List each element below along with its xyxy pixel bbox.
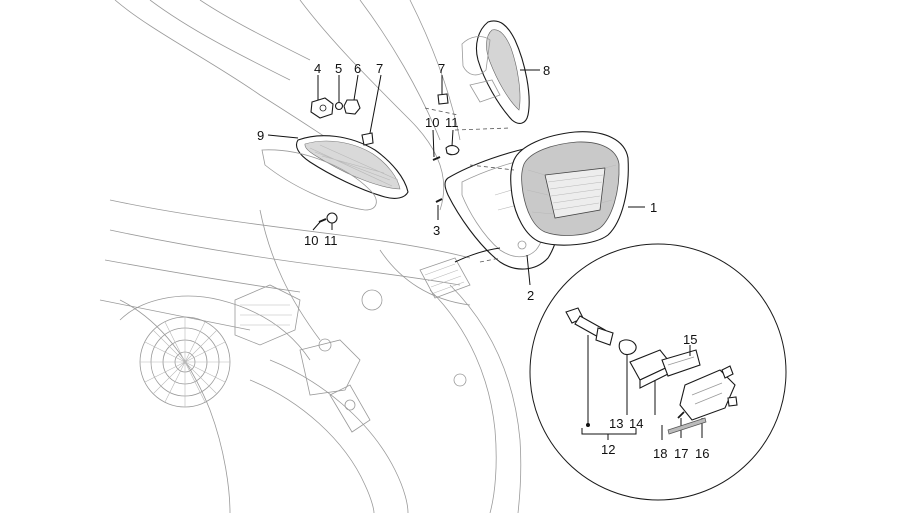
part-11-grommet-upper [445,145,460,156]
callout-11-upper: 11 [445,115,459,130]
part-13-bulb [618,339,637,415]
scooter-body-outline [99,0,522,513]
callout-1: 1 [650,200,657,215]
part-16-housing [679,365,738,438]
callout-3: 3 [433,223,440,238]
detail-circle [454,243,787,501]
part-3-screw [435,198,443,203]
callout-15: 15 [683,332,697,347]
part-4-knob [310,97,334,119]
engine-fan-outline [119,284,371,433]
part-5-washer [334,101,344,111]
callout-10-lower: 10 [304,233,318,248]
callout-12: 12 [601,442,615,457]
callout-14: 14 [629,416,643,431]
part-10-screw-upper [432,156,441,161]
leader-lines [267,69,645,286]
callout-10-upper: 10 [425,115,439,130]
callout-5: 5 [335,61,342,76]
part-12-bulb-holder [565,307,614,427]
callout-6: 6 [354,61,361,76]
callout-4: 4 [314,61,321,76]
part-11-grommet-lower [326,212,338,224]
part-10-screw-lower [318,218,327,223]
callout-9: 9 [257,128,264,143]
callout-7-left: 7 [376,61,383,76]
callout-11-lower: 11 [324,233,338,248]
lens-9-housing-recess [261,149,377,211]
part-14-lens-body [629,349,673,415]
explosion-lines [424,107,515,263]
callout-7-right: 7 [438,61,445,76]
part-8-cover [461,20,530,124]
callout-16: 16 [695,446,709,461]
callout-8: 8 [543,63,550,78]
part-15-cover [661,345,701,377]
callout-18: 18 [653,446,667,461]
part-7-clip-right [437,93,449,105]
part-7-clip-left [361,132,374,146]
callout-17: 17 [674,446,688,461]
part-6-nut [343,99,361,115]
part-9-side-lens [295,135,409,199]
callout-12-bracket [581,428,637,435]
callout-labels: 1 2 3 4 5 6 7 7 8 9 10 11 10 11 12 13 14… [257,61,709,461]
callout-13: 13 [609,416,623,431]
callout-2: 2 [527,288,534,303]
part-1-tail-light [510,131,629,246]
part-18-gasket [661,417,707,440]
